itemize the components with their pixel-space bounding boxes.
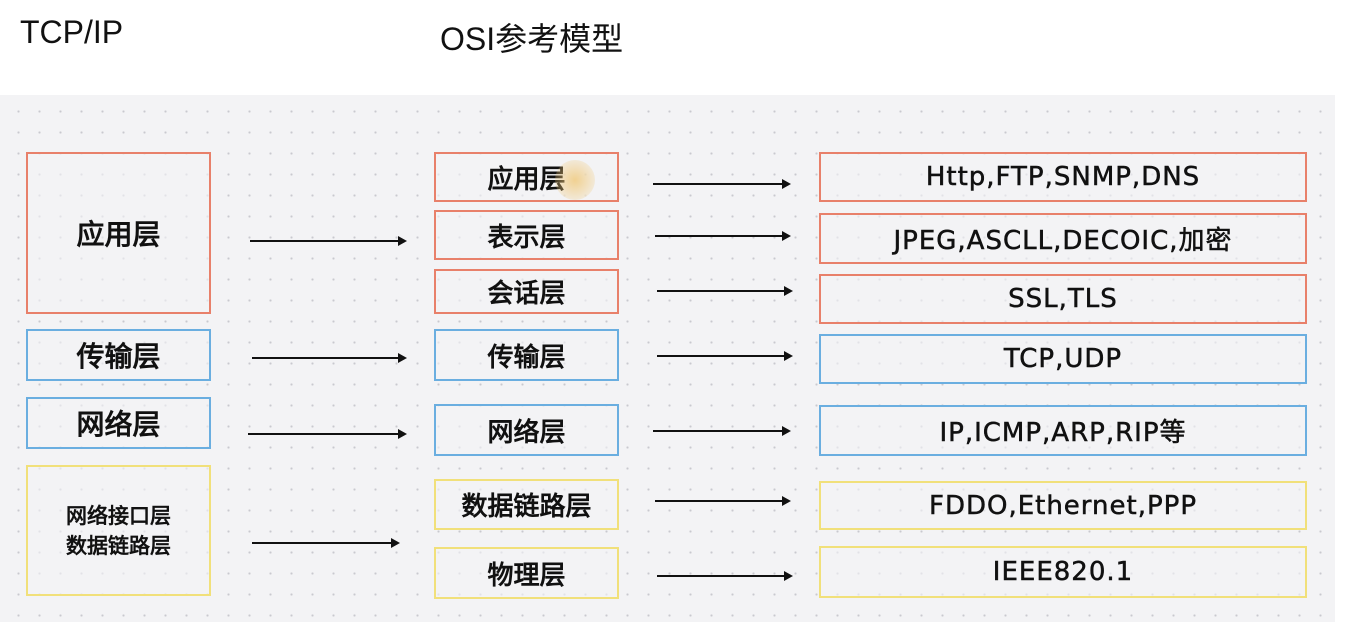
netif-line-1: 网络接口层 — [66, 503, 171, 528]
osi-session-layer: 会话层 — [434, 269, 619, 314]
osi-data-link-layer: 数据链路层 — [434, 479, 619, 530]
protocols-session: SSL,TLS — [819, 274, 1307, 324]
tcpip-application-layer: 应用层 — [26, 152, 211, 314]
protocols-application: Http,FTP,SNMP,DNS — [819, 152, 1307, 202]
arrow-osi-physical — [657, 571, 793, 581]
protocols-physical: IEEE820.1 — [819, 546, 1307, 598]
arrow-osi-data-link — [655, 496, 791, 506]
arrow-osi-presentation — [655, 231, 791, 241]
arrow-osi-session — [657, 286, 793, 296]
arrow-osi-transport — [657, 351, 793, 361]
osi-transport-layer: 传输层 — [434, 329, 619, 381]
tcpip-transport-layer: 传输层 — [26, 329, 211, 381]
osi-title: OSI参考模型 — [440, 21, 624, 57]
arrow-transport — [252, 353, 407, 363]
arrow-application — [250, 236, 407, 246]
tcpip-title: TCP/IP — [20, 14, 124, 50]
cursor-highlight — [555, 160, 595, 200]
osi-physical-layer: 物理层 — [434, 547, 619, 599]
osi-presentation-layer: 表示层 — [434, 210, 619, 260]
arrow-osi-network — [653, 426, 791, 436]
tcpip-network-layer: 网络层 — [26, 397, 211, 449]
arrow-osi-application — [653, 179, 791, 189]
protocols-transport: TCP,UDP — [819, 334, 1307, 384]
netif-line-2: 数据链路层 — [66, 533, 171, 558]
tcpip-network-interface-layer: 网络接口层 数据链路层 — [26, 465, 211, 596]
protocols-network: IP,ICMP,ARP,RIP等 — [819, 405, 1307, 456]
protocols-presentation: JPEG,ASCLL,DECOIC,加密 — [819, 213, 1307, 264]
arrow-network — [248, 429, 407, 439]
protocols-data-link: FDDO,Ethernet,PPP — [819, 481, 1307, 530]
arrow-link — [252, 538, 400, 548]
osi-network-layer: 网络层 — [434, 404, 619, 456]
